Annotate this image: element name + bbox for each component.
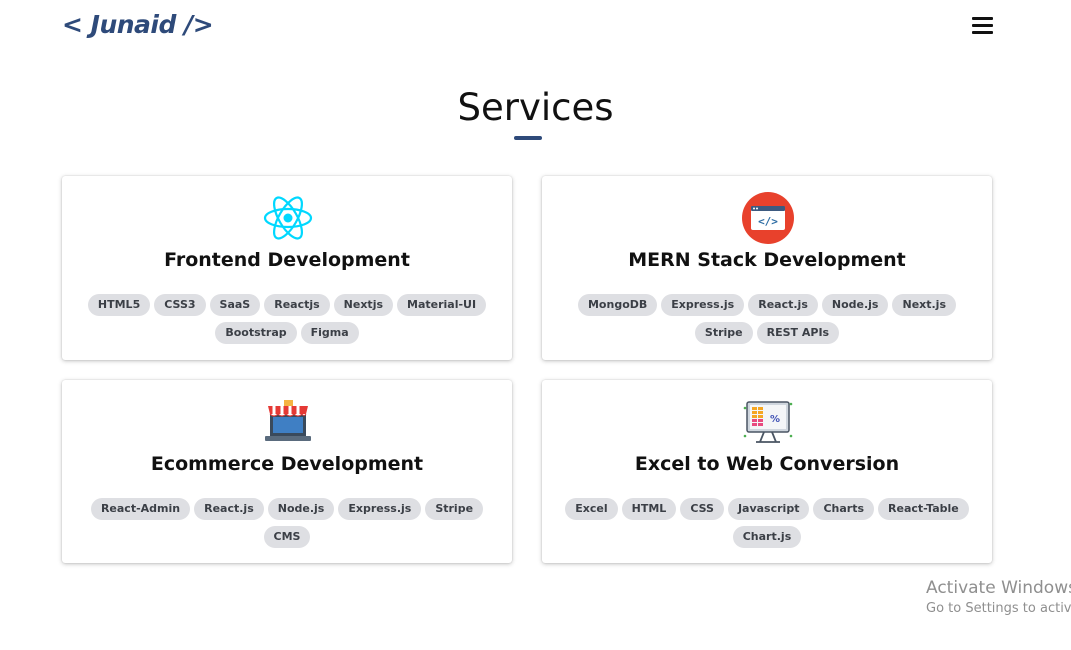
skill-tag: React-Admin: [90, 498, 191, 520]
skill-tag: HTML: [621, 498, 677, 520]
watermark-title: Activate Windows: [926, 578, 1071, 598]
skill-tag: Chart.js: [732, 526, 802, 548]
service-card-frontend: Frontend Development HTML5 CSS3 SaaS Rea…: [62, 176, 512, 360]
skill-tag: CSS: [680, 498, 724, 520]
skill-tag: React.js: [748, 294, 818, 316]
card-title: Ecommerce Development: [150, 453, 424, 475]
top-navbar: < Junaid />: [0, 0, 1071, 56]
react-icon: [262, 192, 314, 244]
tag-list: HTML5 CSS3 SaaS Reactjs Nextjs Material-…: [82, 294, 492, 344]
watermark-subtitle: Go to Settings to activate Windows.: [926, 601, 1071, 616]
hamburger-menu-icon[interactable]: [972, 17, 993, 35]
card-title: Frontend Development: [164, 249, 410, 271]
skill-tag: Charts: [813, 498, 875, 520]
code-window-icon: </>: [742, 192, 794, 244]
section-title: Services: [457, 86, 614, 129]
title-underline: [514, 136, 542, 140]
skill-tag: Bootstrap: [215, 322, 297, 344]
skill-tag: Reactjs: [264, 294, 330, 316]
skill-tag: Next.js: [892, 294, 957, 316]
menu-line: [972, 17, 993, 20]
skill-tag: REST APIs: [756, 322, 840, 344]
online-store-icon: [262, 396, 314, 448]
site-logo[interactable]: < Junaid />: [62, 10, 214, 39]
skill-tag: Figma: [300, 322, 359, 344]
menu-line: [972, 31, 993, 34]
skill-tag: Javascript: [727, 498, 810, 520]
card-title: MERN Stack Development: [628, 249, 906, 271]
skill-tag: React-Table: [878, 498, 969, 520]
skill-tag: SaaS: [209, 294, 261, 316]
svg-text:%: %: [770, 414, 780, 425]
skill-tag: Nextjs: [333, 294, 394, 316]
skill-tag: React.js: [194, 498, 264, 520]
service-card-ecommerce: Ecommerce Development React-Admin React.…: [62, 380, 512, 563]
skill-tag: HTML5: [87, 294, 151, 316]
menu-line: [972, 24, 993, 27]
skill-tag: Express.js: [338, 498, 422, 520]
skill-tag: Express.js: [661, 294, 745, 316]
spreadsheet-monitor-icon: %: [742, 396, 794, 448]
skill-tag: Material-UI: [397, 294, 487, 316]
windows-activation-watermark: Activate Windows Go to Settings to activ…: [926, 577, 1071, 619]
skill-tag: Node.js: [267, 498, 335, 520]
skill-tag: CSS3: [154, 294, 206, 316]
tag-list: React-Admin React.js Node.js Express.js …: [82, 498, 492, 548]
card-title: Excel to Web Conversion: [634, 453, 900, 475]
service-card-excel: % Excel to Web Conversion Excel HTML CSS…: [542, 380, 992, 563]
tag-list: Excel HTML CSS Javascript Charts React-T…: [562, 498, 972, 548]
skill-tag: Node.js: [821, 294, 889, 316]
skill-tag: CMS: [263, 526, 311, 548]
tag-list: MongoDB Express.js React.js Node.js Next…: [562, 294, 972, 344]
svg-text:</>: </>: [758, 215, 778, 228]
skill-tag: Stripe: [694, 322, 753, 344]
skill-tag: Excel: [565, 498, 618, 520]
skill-tag: Stripe: [425, 498, 484, 520]
service-card-mern: </> MERN Stack Development MongoDB Expre…: [542, 176, 992, 360]
skill-tag: MongoDB: [577, 294, 658, 316]
